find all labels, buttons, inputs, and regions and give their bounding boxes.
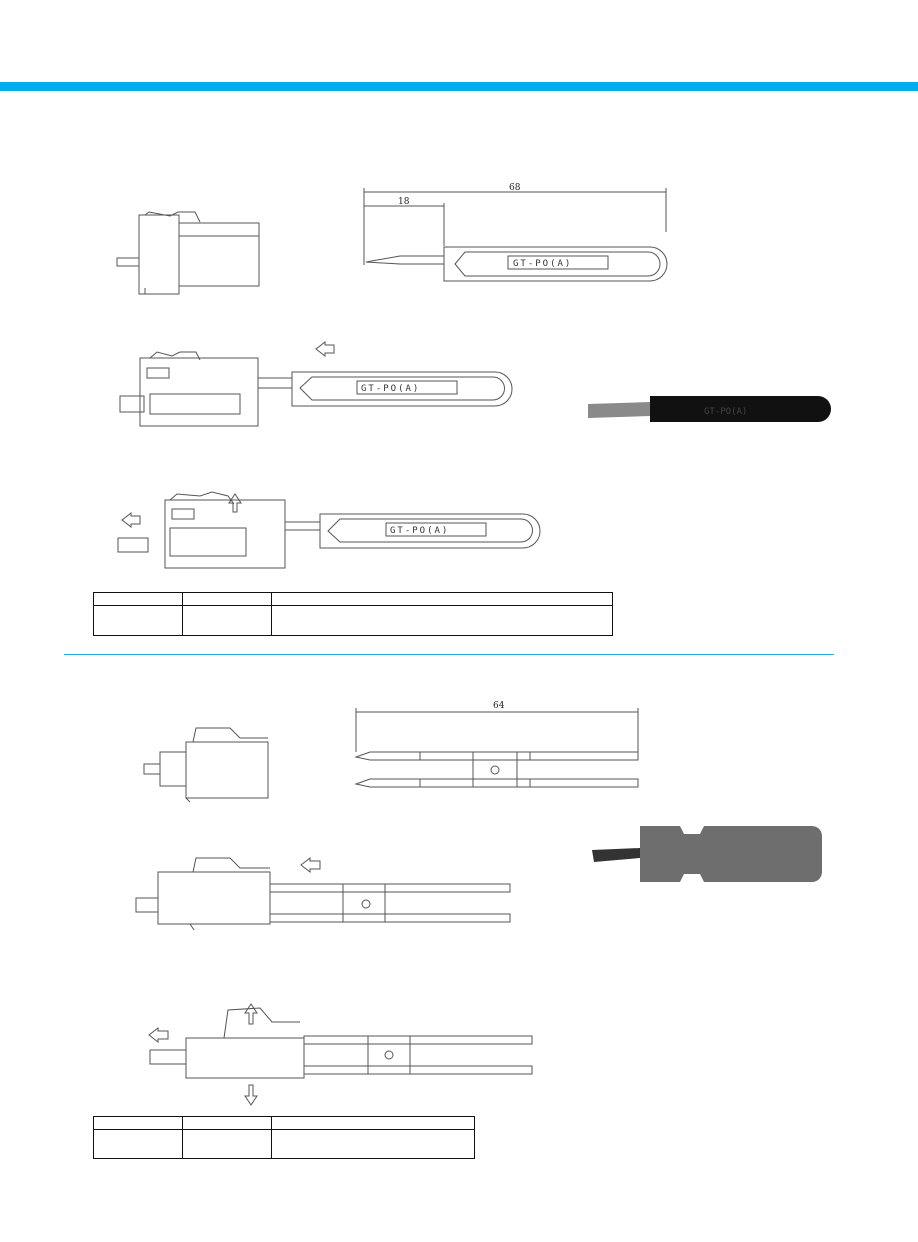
table-cell xyxy=(271,605,613,636)
table-row xyxy=(93,605,613,636)
table-cell xyxy=(182,1116,272,1130)
dimension-label-18: 18 xyxy=(398,197,410,207)
table-cell xyxy=(93,605,183,636)
table-cell xyxy=(271,592,613,606)
table-cell xyxy=(271,1129,475,1159)
table-cell xyxy=(182,1129,272,1159)
tool-marking-inserted: GT-PO(A) xyxy=(361,384,420,394)
tool-marking-drawing: GT-PO(A) xyxy=(513,259,572,269)
connector-release-2 xyxy=(148,1003,533,1106)
table-cell xyxy=(271,1116,475,1130)
section1-figures: 68 18 GT-PO(A) GT-PO(A) GT-PO(A) GT-PO(A… xyxy=(116,183,831,569)
section-divider xyxy=(64,654,834,655)
extraction-tool-drawing-1 xyxy=(363,188,668,282)
table-row xyxy=(93,592,613,606)
connector-tool-inserted-1 xyxy=(119,340,513,427)
spec-table-2 xyxy=(93,1116,475,1159)
extraction-tool-photo-black: GT-PO(A) xyxy=(588,396,831,422)
dimension-label-64: 64 xyxy=(493,701,505,711)
table-cell xyxy=(182,605,272,636)
extraction-tool-drawing-2 xyxy=(354,708,639,788)
connector-release-1 xyxy=(117,491,541,569)
table-row xyxy=(93,1116,475,1130)
spec-table-1 xyxy=(93,592,613,636)
table-cell xyxy=(93,1116,183,1130)
connector-tool-inserted-2 xyxy=(135,856,511,931)
extraction-tool-photo-grey xyxy=(592,826,822,882)
table-cell xyxy=(93,592,183,606)
tool-marking-release: GT-PO(A) xyxy=(390,526,449,536)
table-cell xyxy=(182,592,272,606)
table-row xyxy=(93,1129,475,1159)
section2-figures: 64 xyxy=(135,701,822,1106)
header-accent-bar xyxy=(0,82,918,91)
connector-front-view-2 xyxy=(143,727,269,803)
connector-front-view-1 xyxy=(116,211,260,295)
dimension-label-68: 68 xyxy=(509,183,521,193)
tool-photo-marking: GT-PO(A) xyxy=(704,407,747,417)
table-cell xyxy=(93,1129,183,1159)
